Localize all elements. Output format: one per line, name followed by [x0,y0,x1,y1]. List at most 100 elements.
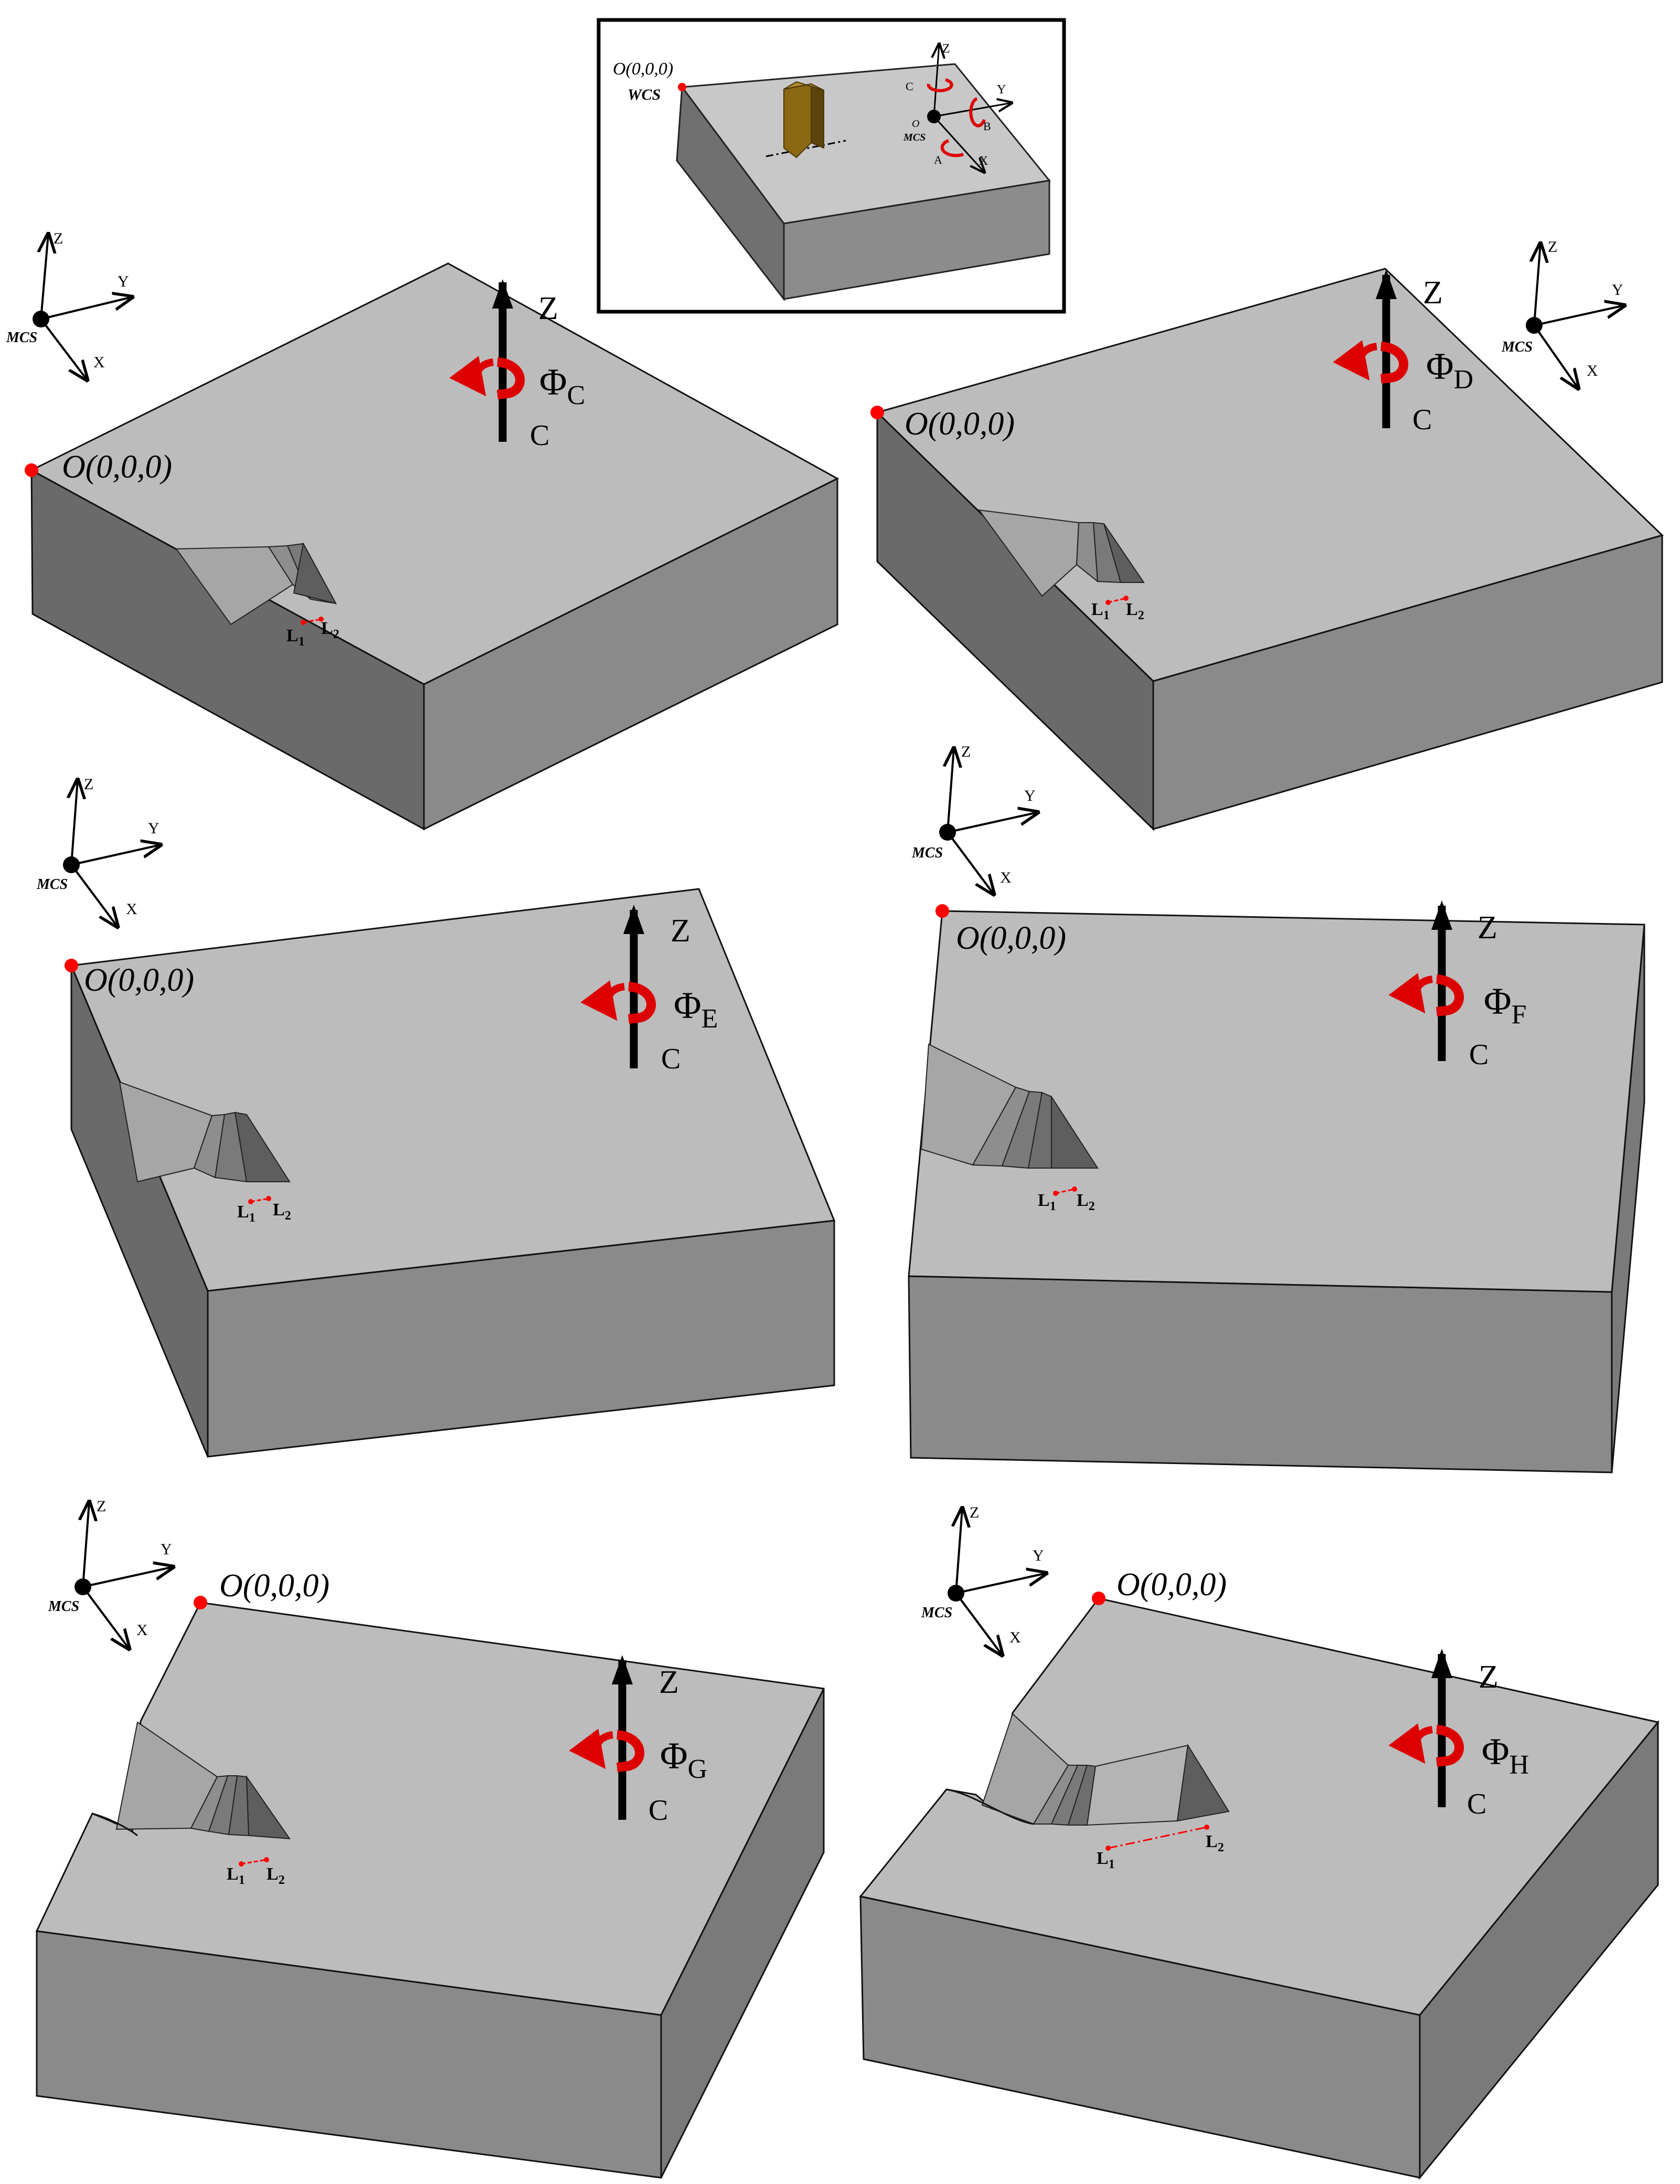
panel-g-l1-point [239,1861,244,1867]
panel-e-l1l2-segment [250,1197,269,1203]
panel-g-rotation-arrow [616,1730,644,1772]
panel-d-top-face [876,268,1664,682]
panel-h-rotation-arrow-tail [1388,1723,1433,1764]
panel-f-mcs-triad: Z Y X MCS [911,743,1038,894]
panel-d-origin-dot [870,406,884,419]
panel-f-pocket [920,1043,1099,1169]
panel-f-rotation-arrow-tail [1388,973,1433,1014]
panel-g-z-arrowhead [612,1655,633,1684]
panel-e-l1-point [248,1199,253,1204]
inset-rotation-b [969,97,986,128]
panel-c-mcs-label: MCS [6,330,37,346]
panel-h-mcs-y-label: Y [1033,1547,1044,1564]
panel-e-top-face [70,888,836,1292]
panel-f-l1-point [1053,1191,1058,1196]
panel-e-z-label: Z [671,913,690,949]
inset-axis-x-label: X [979,154,988,168]
panel-f-mcs-label: MCS [911,845,943,861]
panel-d-z-label: Z [1423,275,1443,311]
panel-f-l1l2-segment [1055,1188,1075,1194]
panel-g: L1 L2 O(0,0,0) Z ΦG C Z Y X MCS [35,1498,825,2179]
panel-h-phi-label: ΦH [1482,1731,1529,1780]
panel-c-rotation-arrow-tail [449,356,494,397]
panel-c-l1-point [301,620,306,625]
panel-f-origin-label: O(0,0,0) [956,920,1066,956]
panel-c-l1-label: L1 [286,626,305,649]
inset-rotation-c [927,78,953,92]
panel-e-mcs-y-label: Y [148,820,160,837]
panel-f-front-face [908,1275,1613,1473]
panel-g-origin-label: O(0,0,0) [219,1568,329,1604]
inset-rotation-b-label: B [983,120,991,133]
panel-d-rotation-arrow-tail [1333,340,1378,381]
panel-h-mcs-origin-dot [948,1585,964,1602]
panel-h-l1-point [1105,1846,1111,1851]
panel-g-c-label: C [648,1794,668,1827]
inset-tool-front-face [783,83,812,158]
panel-c-z-arrowhead [492,279,513,309]
panel-e-rotation-arrow [628,982,656,1024]
panel-e-mcs-origin-dot [63,856,80,873]
inset-rotation-a [940,139,964,157]
panel-g-z-label: Z [659,1664,679,1700]
panel-h-pocket [946,1713,1230,1826]
panel-d-l2-label: L2 [1126,600,1144,622]
panel-g-mcs-label: MCS [48,1598,79,1615]
panel-e-rotation-arrow-tail [580,980,625,1021]
panel-c-pocket [175,542,337,625]
panel-e-phi-label: ΦE [674,984,718,1034]
panel-f-z-label: Z [1477,910,1497,946]
panel-c-c-label: C [530,419,549,452]
panel-d-mcs-origin-dot [1526,317,1543,334]
panel-g-pocket [92,1721,291,1840]
inset-origin-label: O(0,0,0) [613,59,673,79]
panel-h-c-label: C [1467,1788,1486,1820]
panel-c-mcs-triad: Z Y X MCS [6,230,132,380]
panel-g-mcs-origin-dot [75,1578,91,1595]
panel-d: L1 L2 O(0,0,0) Z ΦD C Z Y X MCS [870,238,1664,831]
panel-h-l2-label: L2 [1206,1832,1224,1854]
panel-d-z-arrowhead [1376,270,1397,299]
inset-mcs-label: MCS [903,132,926,143]
panel-e-mcs-z-label: Z [84,776,93,793]
panel-f-z-arrowhead [1431,900,1452,930]
panel-c-mcs-x-label: X [93,354,105,371]
panel-h-mcs-triad: Z Y X MCS [921,1504,1046,1655]
panel-d-mcs-label: MCS [1501,339,1533,355]
panel-e: L1 L2 O(0,0,0) Z ΦE C Z Y X MCS [36,776,836,1458]
panel-d-l1l2-segment [1108,597,1126,603]
panel-e-pocket [119,1081,291,1183]
panel-f-l2-point [1072,1186,1077,1192]
panel-e-origin-label: O(0,0,0) [84,962,194,998]
panel-f-l2-label: L2 [1077,1191,1095,1213]
panel-c-origin-label: O(0,0,0) [62,449,172,485]
panel-h-origin-dot [1092,1592,1105,1605]
panel-d-mcs-x-label: X [1587,362,1598,379]
panel-c-rotation-arrow [496,357,525,399]
panel-e-mcs-x-label: X [126,900,137,918]
inset-tool-centerline [765,140,846,157]
panel-h-z-arrowhead [1431,1649,1452,1678]
panel-g-mcs-x-label: X [136,1621,148,1639]
panel-f-rotation-arrow [1436,974,1464,1016]
panel-c-block [29,262,839,831]
panel-e-c-label: C [661,1043,680,1075]
panel-g-mcs-y-label: Y [161,1541,172,1558]
panel-f-origin-dot [935,904,949,918]
panel-f-mcs-origin-dot [939,824,956,841]
panel-f-phi-label: ΦF [1484,980,1527,1030]
panel-d-l2-point [1123,596,1129,601]
panel-h-mcs-x-label: X [1009,1629,1021,1646]
panel-d-pocket [977,509,1145,597]
panel-c-l2-point [318,617,324,622]
inset-panel: O(0,0,0) WCS Z Y X C B A O MCS [597,18,1066,314]
panel-e-origin-dot [65,959,78,972]
panel-g-l2-label: L2 [267,1864,285,1887]
panel-g-l1-label: L1 [227,1864,245,1887]
inset-wcs-label: WCS [628,86,661,103]
panel-c-mcs-y-label: Y [118,273,129,290]
panel-f-mcs-z-label: Z [961,743,971,760]
panel-f-mcs-y-label: Y [1024,787,1036,804]
inset-rotation-c-label: C [906,80,913,93]
